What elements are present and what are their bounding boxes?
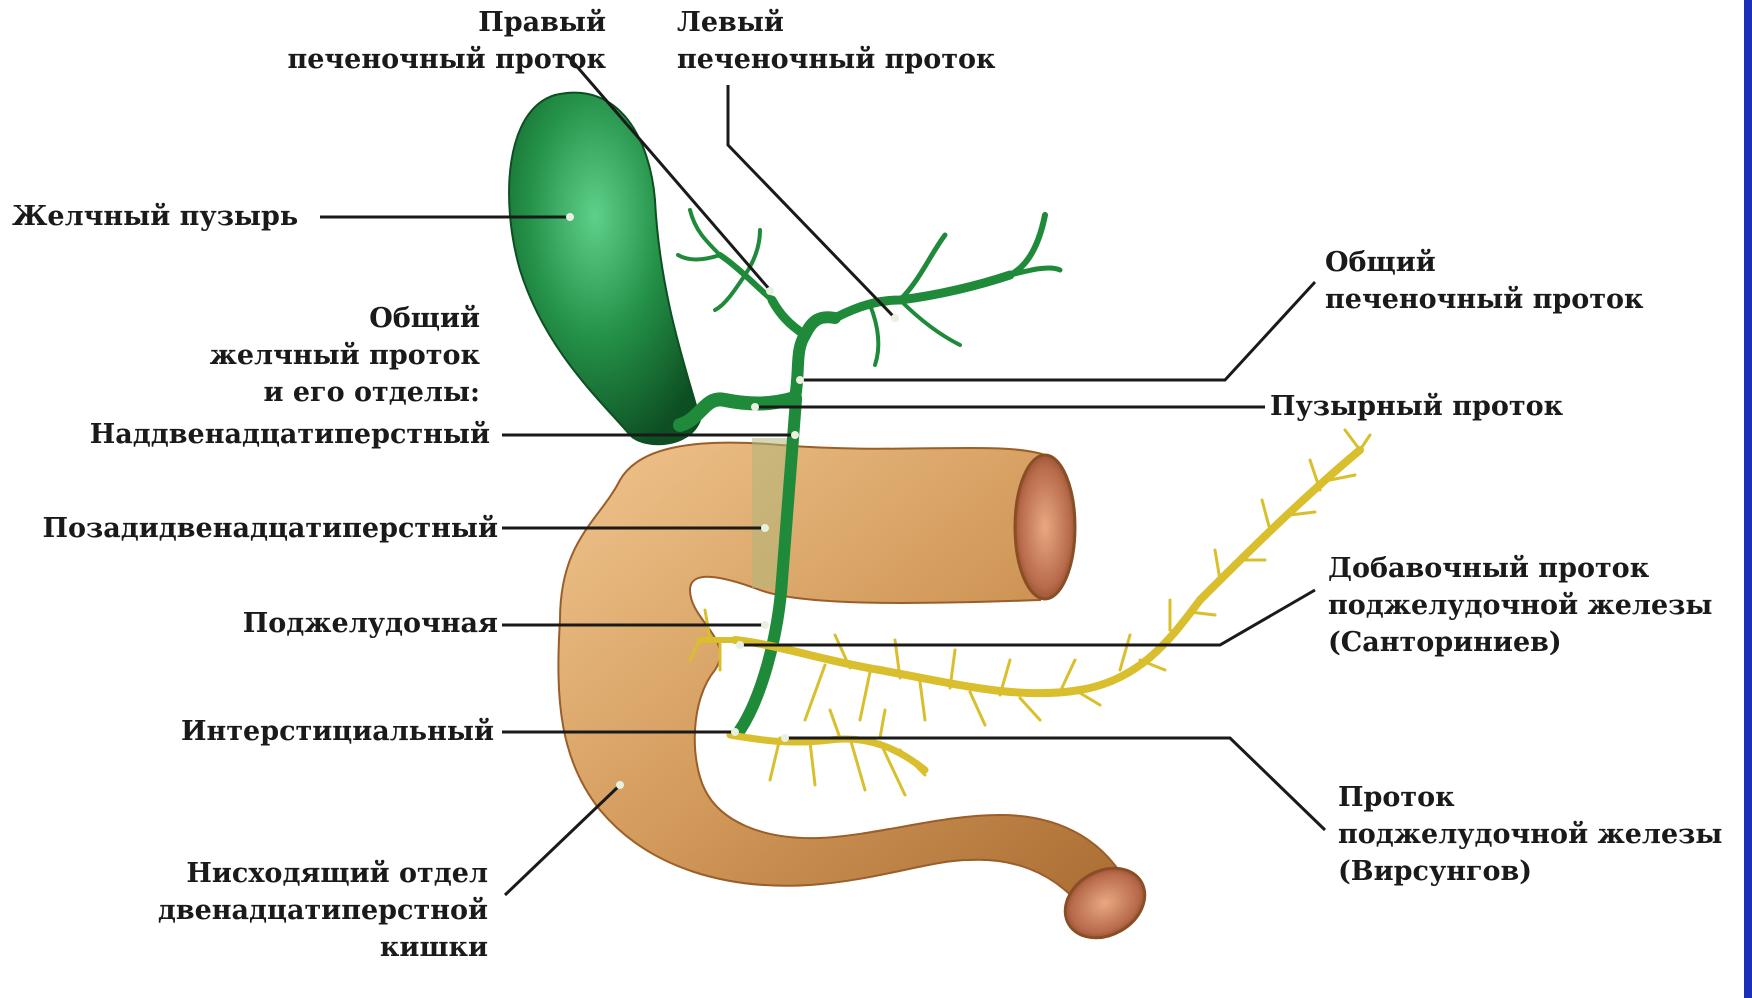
label-supraduodenal: Наддвенадцатиперстный (90, 416, 490, 453)
label-gallbladder: Желчный пузырь (12, 198, 298, 235)
label-left-hepatic-duct: Левый печеночный проток (677, 4, 996, 78)
gallbladder (509, 93, 700, 445)
label-retroduodenal: Позадидвенадцатиперстный (43, 510, 498, 547)
leader-pancreatic-duct (785, 738, 1325, 830)
label-cystic-duct: Пузырный проток (1270, 388, 1563, 425)
label-pancreatic-part: Поджелудочная (243, 605, 498, 642)
label-descending-duodenum: Нисходящий отдел двенадцатиперстной кишк… (158, 855, 488, 966)
label-common-bile-duct-parts: Общий желчный проток и его отделы: (210, 300, 480, 411)
label-common-hepatic-duct: Общий печеночный проток (1325, 244, 1644, 318)
duodenum-lumen-upper (1015, 455, 1075, 599)
leader-descending-duodenum (505, 785, 620, 895)
label-pancreatic-duct: Проток поджелудочной железы (Вирсунгов) (1338, 779, 1722, 890)
label-right-hepatic-duct: Правый печеночный проток (287, 4, 606, 78)
label-accessory-pancreatic-duct: Добавочный проток поджелудочной железы (… (1328, 550, 1712, 661)
label-interstitial: Интерстициальный (181, 713, 494, 750)
right-frame-border (1744, 0, 1752, 998)
